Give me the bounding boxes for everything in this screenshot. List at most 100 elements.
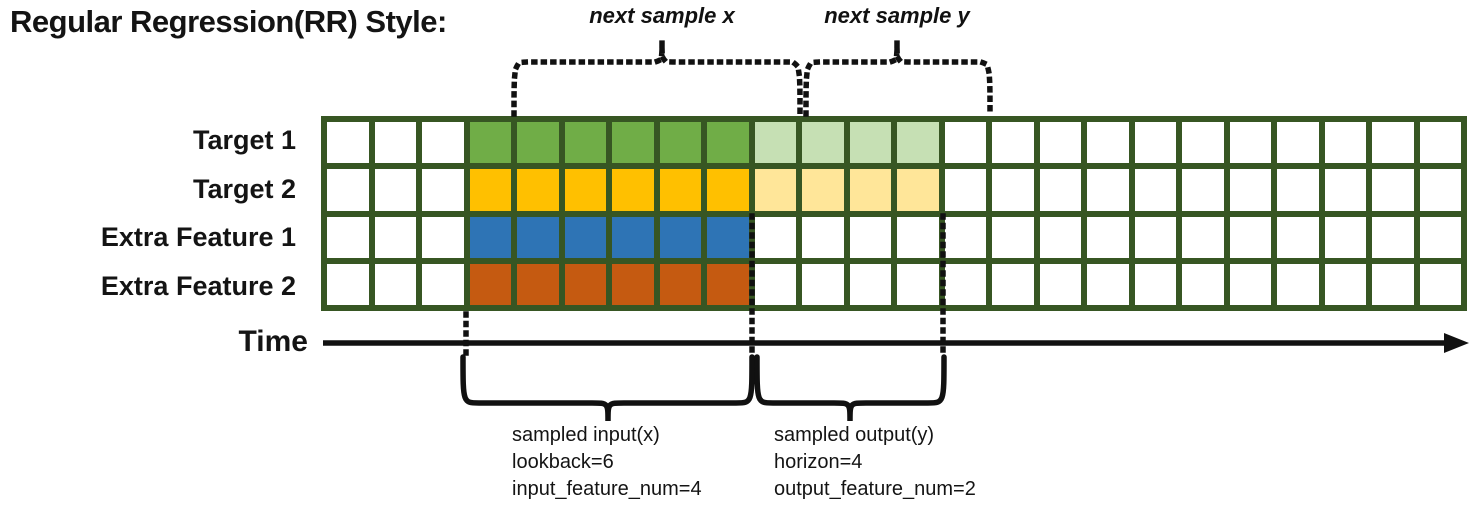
grid-cell (659, 169, 701, 211)
grid-cell (754, 263, 796, 305)
sampled-input-brace (460, 354, 755, 422)
grid-cell (517, 122, 559, 164)
grid-cell (1372, 263, 1414, 305)
grid-cell (944, 263, 986, 305)
grid-cell (754, 169, 796, 211)
grid-cell (1182, 216, 1224, 258)
next-sample-x-brace (511, 41, 803, 117)
grid-cell (897, 169, 939, 211)
grid-cell (1229, 122, 1271, 164)
row-labels: Target 1 Target 2 Extra Feature 1 Extra Fea… (0, 116, 306, 311)
next-sample-x-label: next sample x (589, 3, 735, 28)
output-feature-num-value: output_feature_num=2 (774, 478, 976, 500)
grid-cell (469, 263, 511, 305)
grid-cell (1229, 263, 1271, 305)
grid-cell (374, 122, 416, 164)
grid-cell (659, 263, 701, 305)
grid-cell (1324, 122, 1366, 164)
grid-cell (992, 122, 1034, 164)
grid-cell (374, 169, 416, 211)
grid-cell (1182, 122, 1224, 164)
grid-cell (1419, 122, 1461, 164)
grid-cell (1134, 169, 1176, 211)
grid-cell (1087, 122, 1129, 164)
grid-cell (374, 263, 416, 305)
grid-cell (517, 169, 559, 211)
grid-cell (1324, 216, 1366, 258)
grid-cell (802, 216, 844, 258)
grid-cell (327, 216, 369, 258)
grid-cell (1419, 169, 1461, 211)
grid-cell (1419, 263, 1461, 305)
grid-cell (1372, 122, 1414, 164)
sampled-output-title: sampled output(y) (774, 424, 935, 446)
grid-cell (612, 263, 654, 305)
grid-cell (1419, 216, 1461, 258)
grid-cell (517, 216, 559, 258)
horizon-value: horizon=4 (774, 451, 863, 473)
grid-cell (1039, 122, 1081, 164)
grid-cell (612, 216, 654, 258)
grid-cell (327, 169, 369, 211)
sampled-input-annotation: sampled input(x) lookback=6 input_featur… (512, 422, 702, 503)
grid-cell (802, 122, 844, 164)
input-feature-num-value: input_feature_num=4 (512, 478, 702, 500)
row-label: Target 2 (192, 173, 296, 204)
grid-cell (612, 122, 654, 164)
lookback-value: lookback=6 (512, 451, 614, 473)
grid-cell (1277, 263, 1319, 305)
grid-cell (1134, 263, 1176, 305)
grid-cell (1087, 263, 1129, 305)
row-label: Target 1 (192, 124, 296, 155)
grid-cell (944, 122, 986, 164)
grid-cell (944, 169, 986, 211)
grid-cell (1134, 216, 1176, 258)
grid-cell (659, 216, 701, 258)
grid-cell (374, 216, 416, 258)
grid-cell (422, 263, 464, 305)
grid-cell (1229, 169, 1271, 211)
diagram-title: Regular Regression(RR) Style: (10, 4, 447, 39)
grid-cell (707, 169, 749, 211)
grid-cell (327, 122, 369, 164)
grid-cell (1182, 169, 1224, 211)
grid-cell (564, 169, 606, 211)
grid-cell (1324, 263, 1366, 305)
grid-cell (992, 169, 1034, 211)
grid-cell (707, 122, 749, 164)
grid-cell (564, 263, 606, 305)
row-label: Extra Feature 2 (100, 271, 296, 302)
row-label: Extra Feature 1 (100, 222, 296, 253)
grid-cell (327, 263, 369, 305)
grid-cell (1324, 169, 1366, 211)
grid (321, 116, 1467, 311)
grid-cell (707, 263, 749, 305)
grid-cell (517, 263, 559, 305)
next-sample-y-label: next sample y (824, 3, 970, 28)
time-axis-label: Time (238, 325, 308, 358)
grid-cell (754, 122, 796, 164)
grid-cell (469, 122, 511, 164)
grid-cell (897, 263, 939, 305)
grid-cell (422, 169, 464, 211)
grid-cell (469, 216, 511, 258)
grid-cell (849, 216, 891, 258)
grid-cell (1182, 263, 1224, 305)
grid-cell (992, 216, 1034, 258)
grid-cell (1039, 263, 1081, 305)
grid-cell (1277, 169, 1319, 211)
grid-cell (992, 263, 1034, 305)
time-arrow-head (1444, 333, 1469, 353)
grid-cell (469, 169, 511, 211)
grid-cell (849, 169, 891, 211)
grid-cell (612, 169, 654, 211)
sampled-output-brace (754, 354, 947, 422)
next-sample-y-brace (803, 41, 993, 117)
grid-cell (754, 216, 796, 258)
grid-cell (707, 216, 749, 258)
grid-cell (897, 216, 939, 258)
grid-cell (849, 263, 891, 305)
grid-cell (849, 122, 891, 164)
grid-cell (1372, 169, 1414, 211)
